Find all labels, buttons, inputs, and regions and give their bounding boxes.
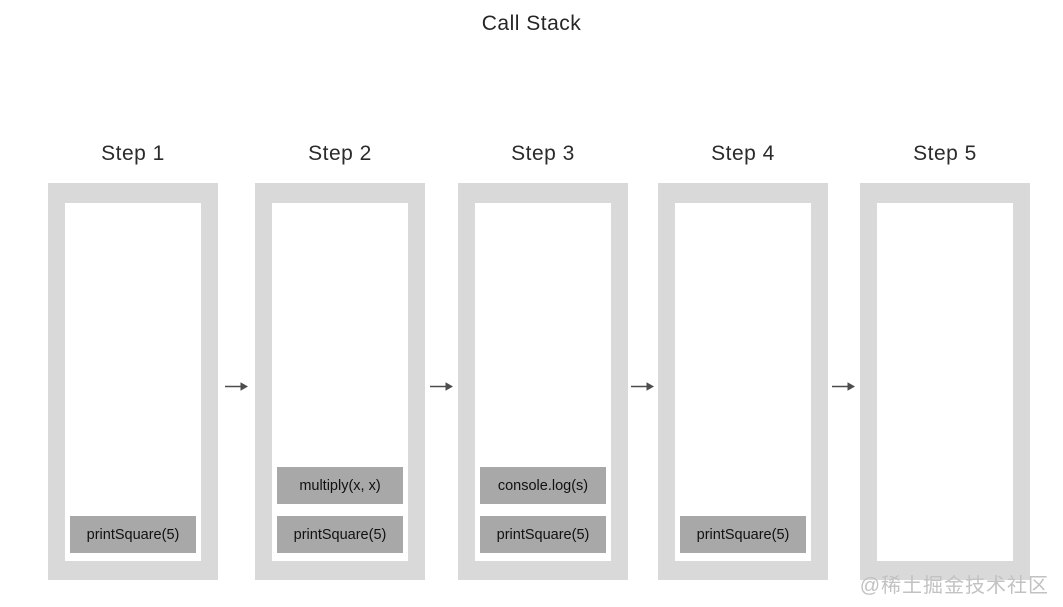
stack-frame: console.log(s) — [480, 467, 606, 504]
stack-container: multiply(x, x) printSquare(5) — [255, 183, 425, 580]
step-column-1: Step 1 printSquare(5) — [48, 141, 218, 580]
step-label: Step 2 — [308, 142, 372, 165]
step-column-5: Step 5 — [860, 141, 1030, 580]
step-column-3: Step 3 console.log(s) printSquare(5) — [458, 141, 628, 580]
right-arrow-icon — [430, 380, 453, 393]
stack-container: printSquare(5) — [48, 183, 218, 580]
step-label: Step 5 — [913, 142, 977, 165]
step-column-2: Step 2 multiply(x, x) printSquare(5) — [255, 141, 425, 580]
stack-frame: printSquare(5) — [70, 516, 196, 553]
right-arrow-icon — [832, 380, 855, 393]
stack-container: printSquare(5) — [658, 183, 828, 580]
step-label: Step 4 — [711, 142, 775, 165]
stack-container — [860, 183, 1030, 580]
stack-interior: printSquare(5) — [675, 203, 811, 561]
right-arrow-icon — [631, 380, 654, 393]
diagram-title: Call Stack — [481, 12, 582, 35]
stack-interior — [877, 203, 1013, 561]
step-label: Step 1 — [101, 142, 165, 165]
stack-frame: printSquare(5) — [480, 516, 606, 553]
step-label: Step 3 — [511, 142, 575, 165]
stack-frame: multiply(x, x) — [277, 467, 403, 504]
stack-interior: console.log(s) printSquare(5) — [475, 203, 611, 561]
stack-frame: printSquare(5) — [680, 516, 806, 553]
stack-interior: multiply(x, x) printSquare(5) — [272, 203, 408, 561]
stack-frame: printSquare(5) — [277, 516, 403, 553]
stack-interior: printSquare(5) — [65, 203, 201, 561]
stack-container: console.log(s) printSquare(5) — [458, 183, 628, 580]
step-column-4: Step 4 printSquare(5) — [658, 141, 828, 580]
right-arrow-icon — [225, 380, 248, 393]
watermark: @稀土掘金技术社区 — [859, 575, 1049, 597]
